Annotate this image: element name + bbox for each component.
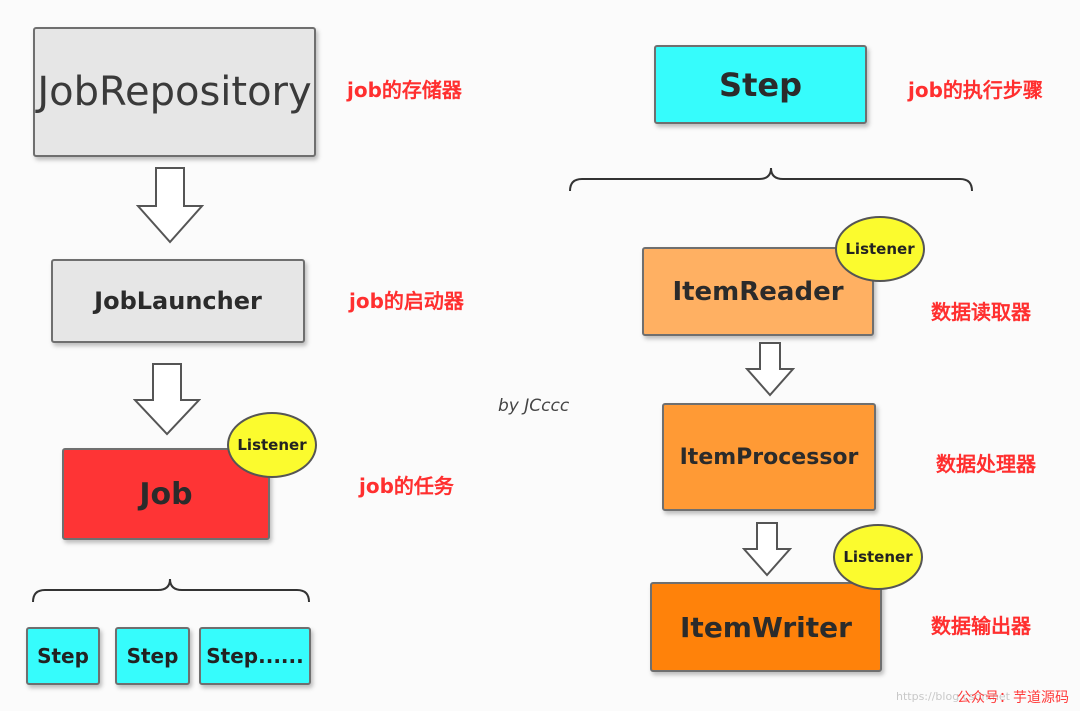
job-launcher-desc: job的启动器 xyxy=(349,289,464,313)
watermark: 公众号：芋道源码 xyxy=(957,690,1069,706)
step-box: Step xyxy=(26,627,100,685)
job-repository-desc: job的存储器 xyxy=(347,78,462,102)
job-launcher-label: JobLauncher xyxy=(94,287,262,315)
curly-brace-icon xyxy=(569,167,973,192)
item-reader-label: ItemReader xyxy=(672,276,844,307)
step-label: Step...... xyxy=(206,644,304,668)
job-listener-badge: Listener xyxy=(227,412,317,478)
item-writer-desc: 数据输出器 xyxy=(931,614,1031,638)
job-launcher-box: JobLauncher xyxy=(51,259,305,343)
item-writer-box: ItemWriter xyxy=(650,582,882,672)
step-desc: job的执行步骤 xyxy=(908,78,1043,102)
writer-listener-badge: Listener xyxy=(833,524,923,590)
item-processor-desc: 数据处理器 xyxy=(936,452,1036,476)
item-reader-desc: 数据读取器 xyxy=(931,300,1031,324)
down-arrow-icon xyxy=(136,167,204,244)
step-box: Step xyxy=(115,627,190,685)
reader-listener-badge: Listener xyxy=(835,216,925,282)
down-arrow-icon xyxy=(745,342,795,397)
step-main-box: Step xyxy=(654,45,867,124)
job-listener-label: Listener xyxy=(237,436,307,454)
reader-listener-label: Listener xyxy=(845,240,915,258)
down-arrow-icon xyxy=(742,522,792,577)
item-writer-label: ItemWriter xyxy=(680,610,852,644)
item-processor-box: ItemProcessor xyxy=(662,403,876,511)
step-label: Step xyxy=(126,644,179,668)
job-repository-label: JobRepository xyxy=(37,69,312,115)
curly-brace-icon xyxy=(32,578,310,603)
watermark-url: https://blog.csdn.net xyxy=(896,690,1010,703)
author-credit: by JCccc xyxy=(498,396,570,416)
step-main-label: Step xyxy=(719,65,802,104)
item-reader-box: ItemReader xyxy=(642,247,874,336)
down-arrow-icon xyxy=(133,363,201,436)
job-label: Job xyxy=(139,476,193,512)
step-box: Step...... xyxy=(199,627,311,685)
writer-listener-label: Listener xyxy=(843,548,913,566)
job-repository-box: JobRepository xyxy=(33,27,316,157)
job-desc: job的任务 xyxy=(359,474,454,498)
step-label: Step xyxy=(37,644,89,668)
item-processor-label: ItemProcessor xyxy=(679,444,859,470)
